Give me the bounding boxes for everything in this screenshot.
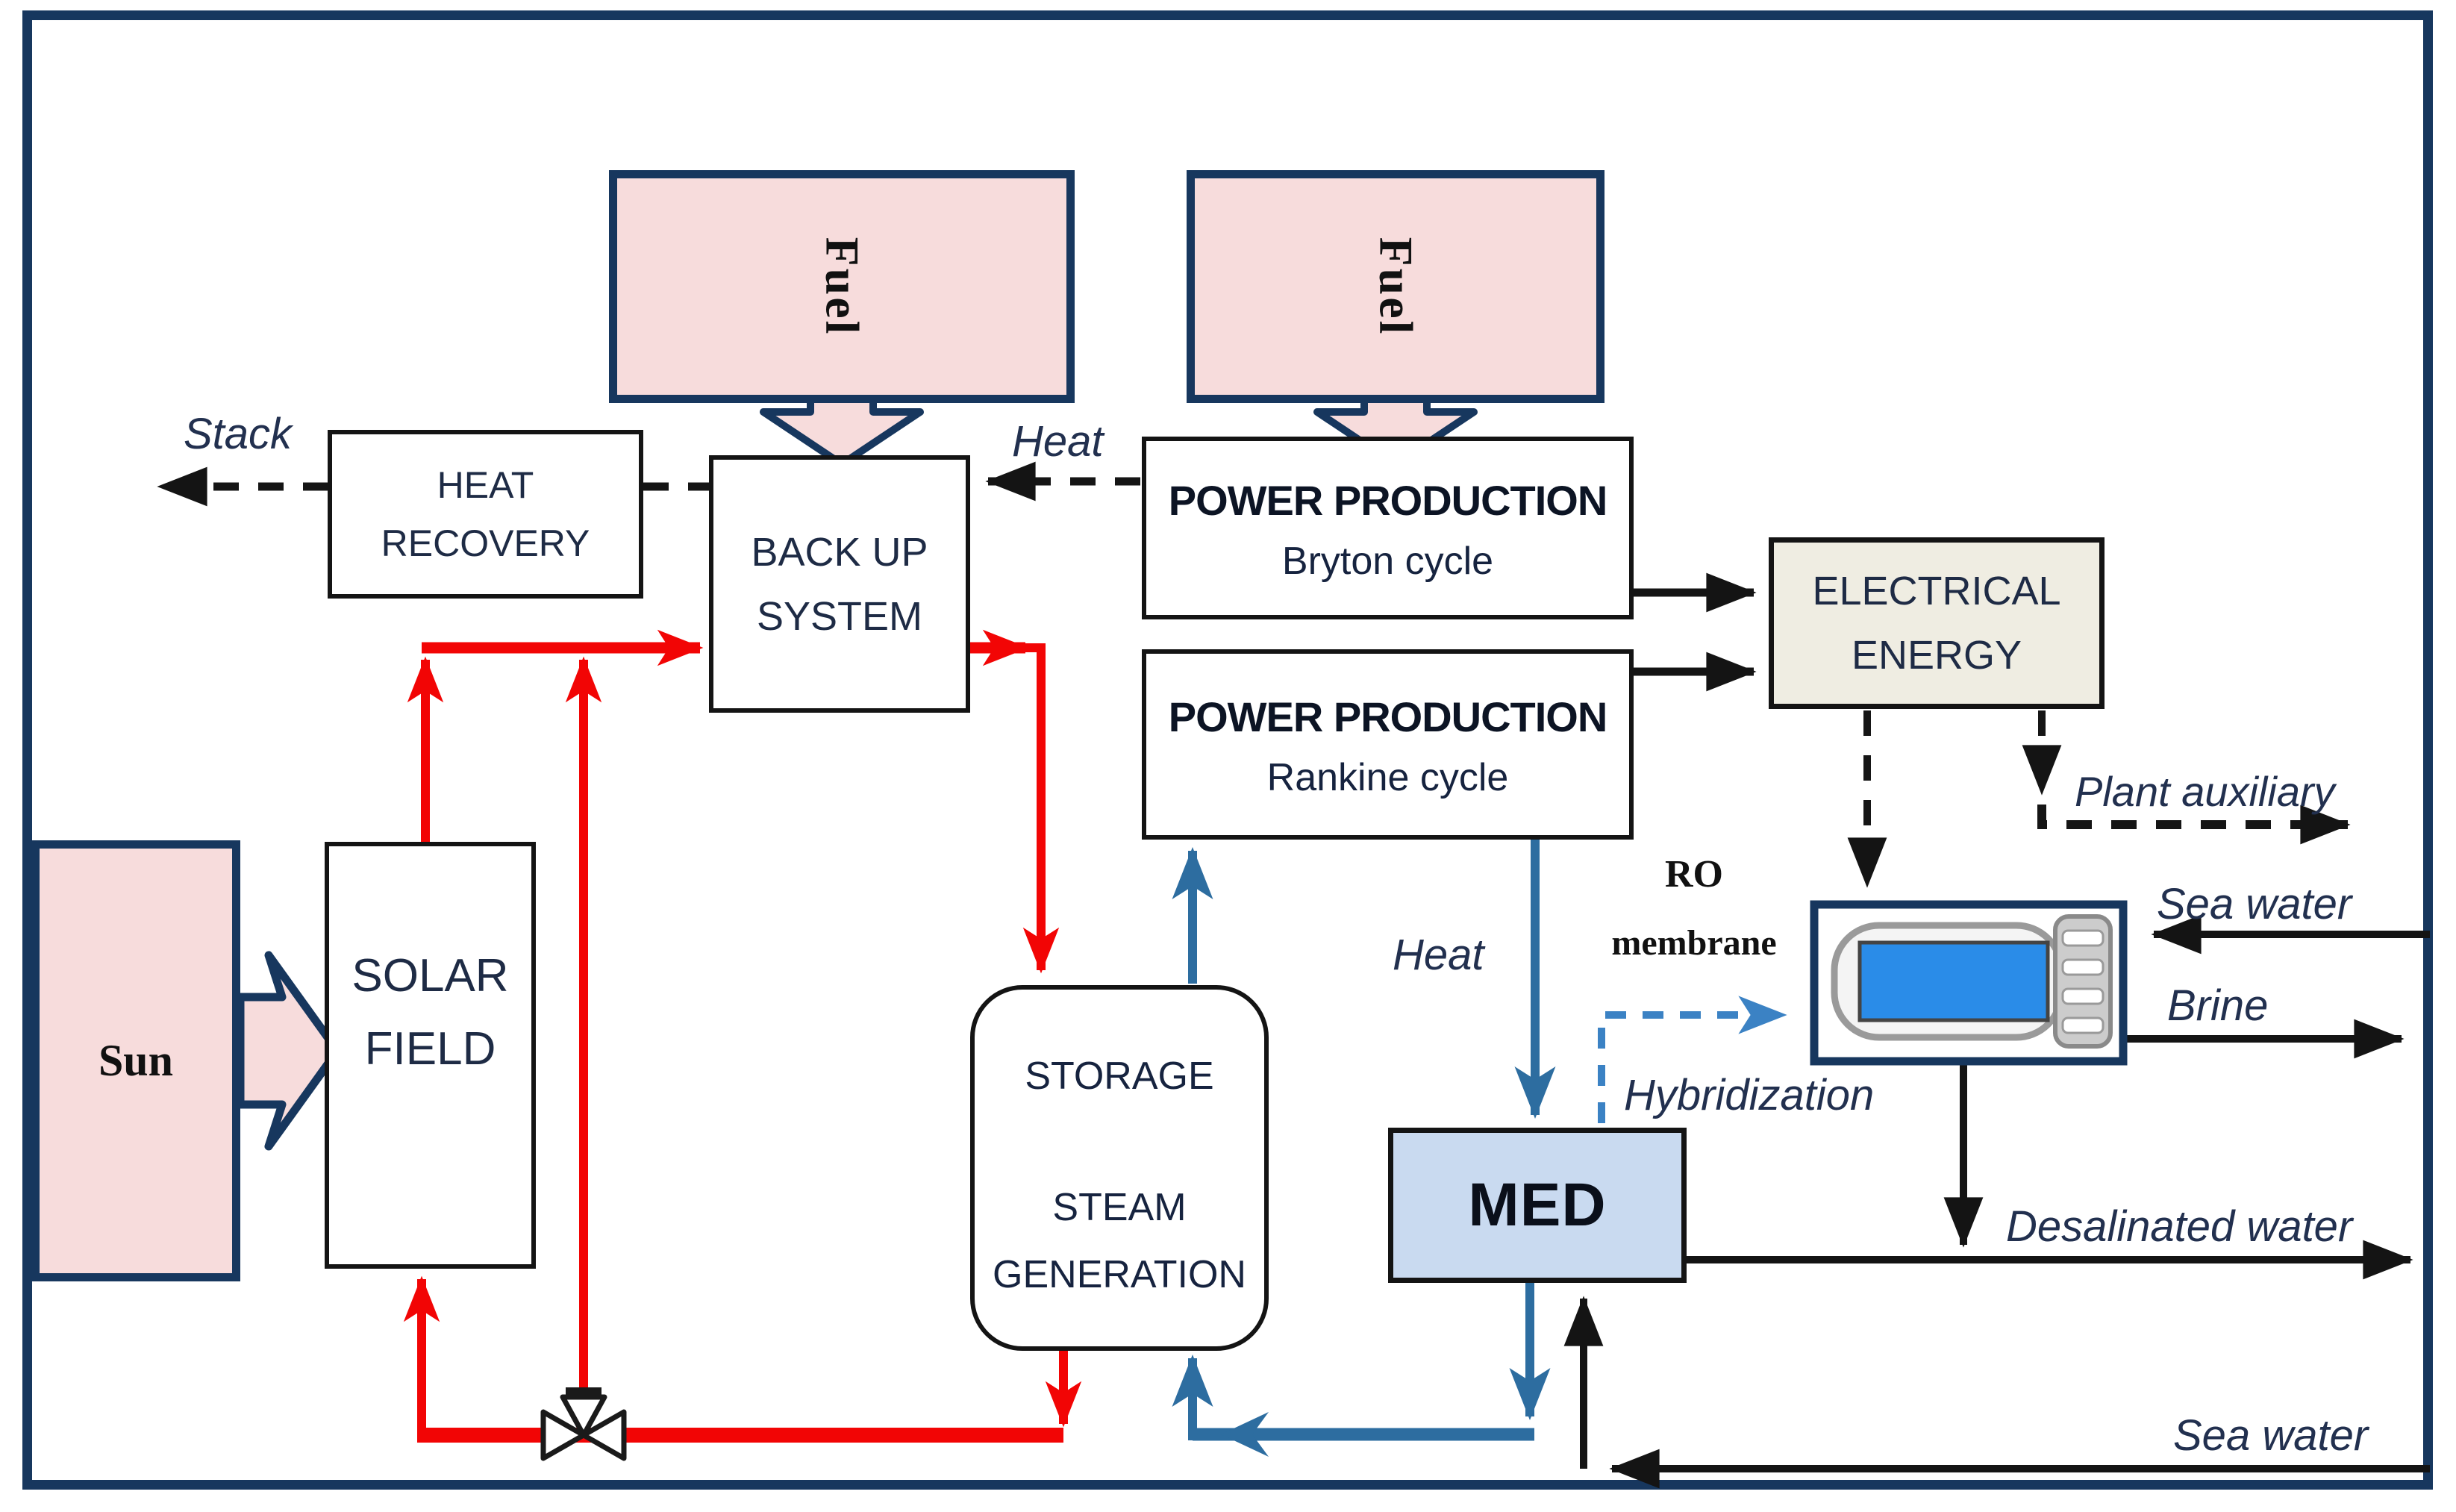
heat-recovery-line2: RECOVERY xyxy=(381,522,590,564)
ro-unit-box xyxy=(1810,900,2128,1066)
node-fuel-right: Fuel xyxy=(1187,170,1604,403)
blue-return-chevron xyxy=(1221,1412,1269,1457)
ro-label-line2: membrane xyxy=(1611,923,1777,963)
rankine-line2: Rankine cycle xyxy=(1266,755,1509,799)
red-corner-to-storage xyxy=(1021,643,1060,974)
heat-recovery-line1: HEAT xyxy=(437,464,534,506)
electrical-line1: ELECTRICAL xyxy=(1812,569,2061,613)
backup-line1: BACK UP xyxy=(751,529,928,575)
label-heat-to-backup: Heat xyxy=(1012,417,1104,466)
backup-line2: SYSTEM xyxy=(756,593,923,639)
node-electrical-energy: ELECTRICAL ENERGY xyxy=(1769,537,2105,709)
bryton-line2: Bryton cycle xyxy=(1281,539,1494,583)
dashed-flows xyxy=(157,461,2351,888)
fuel-arrow-left-icon xyxy=(760,395,924,468)
med-label: MED xyxy=(1468,1171,1607,1239)
label-heat-to-med: Heat xyxy=(1393,931,1484,979)
bryton-line1: POWER PRODUCTION xyxy=(1168,476,1608,524)
label-brine: Brine xyxy=(2167,981,2269,1030)
node-med: MED xyxy=(1388,1128,1687,1283)
label-sea-water-top: Sea water xyxy=(2157,880,2352,928)
rankine-line1: POWER PRODUCTION xyxy=(1168,693,1608,740)
black-flows xyxy=(1563,572,2430,1489)
solar-line1: SOLAR xyxy=(351,950,509,1002)
node-power-rankine: POWER PRODUCTION Rankine cycle xyxy=(1142,649,1634,840)
storage-line3: GENERATION xyxy=(993,1253,1246,1296)
sun-arrow-icon xyxy=(236,951,342,1151)
node-fuel-left: Fuel xyxy=(609,170,1075,403)
node-storage-steam-generation: STORAGE STEAM GENERATION xyxy=(970,985,1269,1351)
node-solar-field: SOLAR FIELD xyxy=(325,842,536,1269)
label-stack: Stack xyxy=(184,410,293,458)
hybridization-dashed-path xyxy=(1598,996,1787,1123)
node-backup-system: BACK UP SYSTEM xyxy=(709,455,970,713)
node-sun: Sun xyxy=(31,840,240,1281)
sun-label: Sun xyxy=(98,1036,174,1085)
node-fuel-left-label: Fuel xyxy=(816,237,869,337)
outer-border xyxy=(22,10,2433,1490)
storage-line1: STORAGE xyxy=(1025,1055,1214,1098)
label-plant-auxiliary: Plant auxiliary xyxy=(2075,768,2335,815)
valve-icon xyxy=(540,1387,627,1461)
node-power-bryton: POWER PRODUCTION Bryton cycle xyxy=(1142,437,1634,619)
label-ro-membrane: RO membrane xyxy=(1560,851,1828,964)
node-heat-recovery: HEAT RECOVERY xyxy=(328,430,643,599)
electrical-line2: ENERGY xyxy=(1851,633,2022,678)
label-desalinated-water: Desalinated water xyxy=(2006,1202,2353,1251)
node-fuel-right-label: Fuel xyxy=(1369,237,1422,337)
solar-line2: FIELD xyxy=(364,1023,496,1075)
plant-auxiliary-dashed-h xyxy=(2037,805,2351,845)
label-sea-water-bottom: Sea water xyxy=(2173,1411,2369,1460)
ro-label-line1: RO xyxy=(1665,853,1723,896)
ro-cartridge-icon xyxy=(1831,914,2113,1049)
label-hybridization: Hybridization xyxy=(1624,1071,1875,1119)
blue-steam-circuit xyxy=(1172,840,1556,1457)
red-hot-circuit xyxy=(403,629,1082,1443)
storage-line2: STEAM xyxy=(1052,1186,1187,1229)
